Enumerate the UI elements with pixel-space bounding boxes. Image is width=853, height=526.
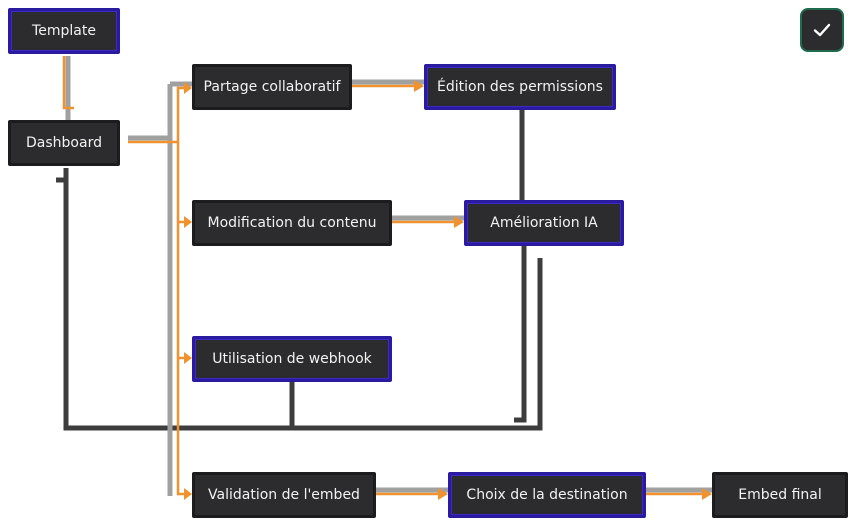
node-modification-contenu[interactable]: Modification du contenu <box>192 200 392 246</box>
node-dashboard-label: Dashboard <box>26 135 102 151</box>
arrow-choix <box>438 488 448 500</box>
dashboard-return-line <box>63 168 543 431</box>
arrow-amelioration <box>454 216 464 228</box>
node-embed-label: Embed final <box>738 487 822 503</box>
dark-return-lines <box>56 110 543 431</box>
check-icon <box>813 23 831 37</box>
node-amelioration-label: Amélioration IA <box>490 215 598 231</box>
arrow-embed <box>702 488 712 500</box>
node-utilisation-webhook[interactable]: Utilisation de webhook <box>192 336 392 382</box>
node-choix-label: Choix de la destination <box>466 487 628 503</box>
node-validation-label: Validation de l'embed <box>208 487 360 503</box>
arrowheads <box>184 80 712 500</box>
amelioration-return-line <box>514 246 527 423</box>
node-partage-label: Partage collaboratif <box>203 79 341 95</box>
node-amelioration-ia[interactable]: Amélioration IA <box>464 200 624 246</box>
node-webhook-label: Utilisation de webhook <box>212 351 372 367</box>
template-to-dashboard-flow <box>62 56 74 110</box>
arrow-webhook <box>184 352 192 364</box>
arrow-validation <box>184 488 192 500</box>
node-dashboard[interactable]: Dashboard <box>8 120 120 166</box>
node-edition-label: Édition des permissions <box>437 79 603 95</box>
confirm-button[interactable] <box>800 8 844 52</box>
node-partage-collaboratif[interactable]: Partage collaboratif <box>192 64 352 110</box>
node-embed-final[interactable]: Embed final <box>712 472 848 518</box>
dashboard-to-branches-flow <box>128 86 190 144</box>
node-template-label: Template <box>32 23 96 39</box>
node-template[interactable]: Template <box>8 8 120 54</box>
node-modification-label: Modification du contenu <box>207 215 377 231</box>
gray-trunk-lines <box>65 56 712 496</box>
node-choix-destination[interactable]: Choix de la destination <box>448 472 646 518</box>
node-validation-embed[interactable]: Validation de l'embed <box>192 472 376 518</box>
arrow-edition <box>414 80 424 92</box>
arrow-partage <box>184 82 192 94</box>
arrow-modification <box>184 216 192 228</box>
trunk-orange <box>176 142 190 496</box>
node-edition-permissions[interactable]: Édition des permissions <box>424 64 616 110</box>
